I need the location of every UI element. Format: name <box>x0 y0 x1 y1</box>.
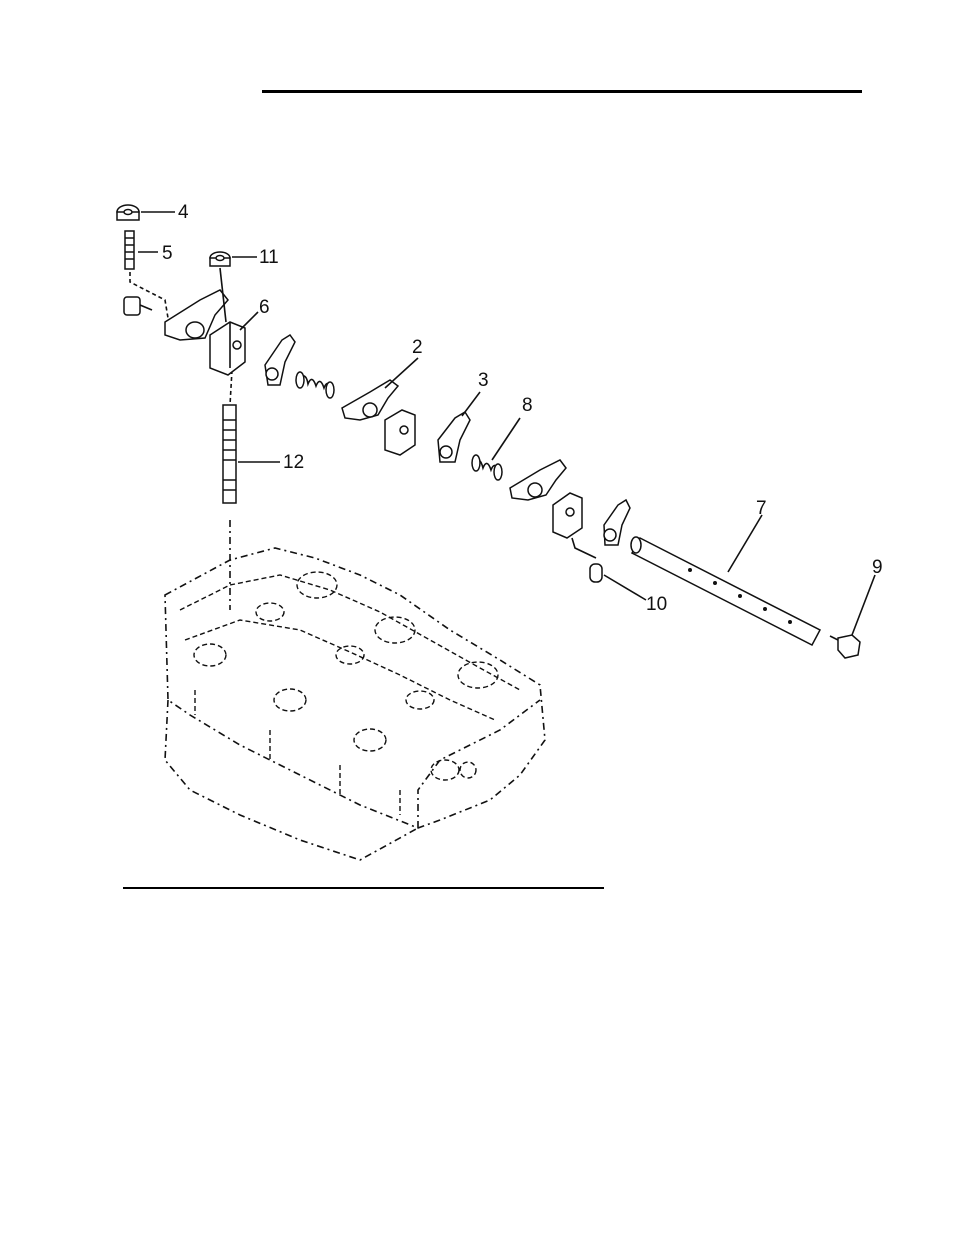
rocker-arm-far-right <box>604 500 630 545</box>
stud-12 <box>223 370 236 610</box>
rocker-support-middle <box>385 410 415 455</box>
rocker-arm-2 <box>342 358 418 420</box>
rocker-support-right <box>553 493 596 558</box>
callout-3: 3 <box>478 370 489 391</box>
callout-7: 7 <box>756 498 767 519</box>
rocker-arm-short <box>265 335 295 385</box>
callout-12: 12 <box>283 452 304 473</box>
spring-1 <box>296 372 334 398</box>
rocker-arm-3 <box>438 392 480 462</box>
callout-8: 8 <box>522 395 533 416</box>
callout-11: 11 <box>259 247 279 268</box>
adjusting-screw <box>124 297 152 315</box>
callout-2: 2 <box>412 337 423 358</box>
plug-9 <box>830 575 875 658</box>
callout-5: 5 <box>162 243 173 264</box>
callout-6: 6 <box>259 297 270 318</box>
callout-labels: 2 3 4 5 6 7 8 9 10 11 12 <box>162 202 883 615</box>
callout-leaders <box>138 212 646 600</box>
callout-10: 10 <box>646 594 667 615</box>
callout-9: 9 <box>872 557 883 578</box>
pin-10 <box>590 564 602 582</box>
nut-4 <box>117 205 139 220</box>
rocker-shaft-7 <box>631 515 820 645</box>
bottom-rule <box>123 887 604 889</box>
rocker-support-6 <box>210 322 245 375</box>
cylinder-head <box>165 548 545 860</box>
rocker-arm-right <box>510 460 566 500</box>
spring-8 <box>472 418 520 480</box>
callout-4: 4 <box>178 202 189 223</box>
